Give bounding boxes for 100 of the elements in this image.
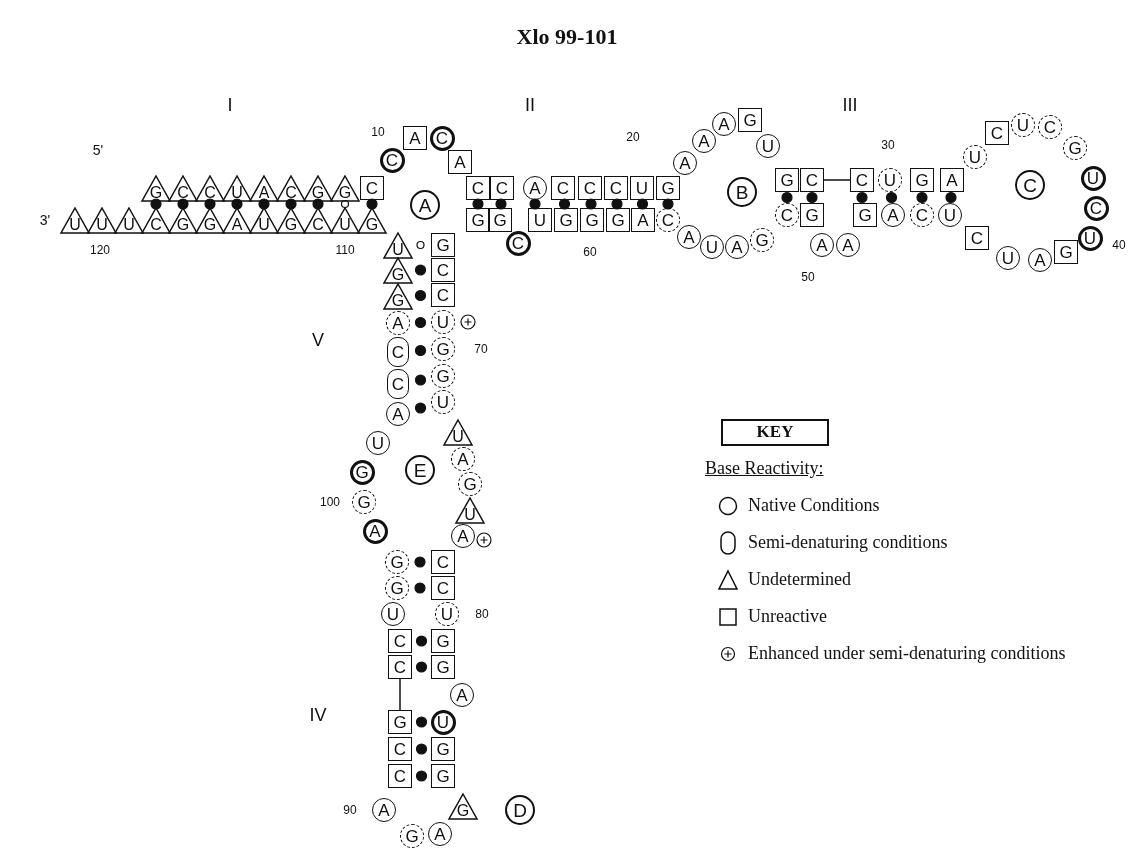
bold-circled-nucleotide: C bbox=[505, 230, 531, 256]
triangle-nucleotide: G bbox=[448, 792, 478, 820]
stem-number: IV bbox=[309, 704, 327, 726]
legend-text: Semi-denaturing conditions bbox=[748, 532, 948, 553]
legend-text: Native Conditions bbox=[748, 495, 880, 516]
backbone-line bbox=[823, 179, 851, 181]
triangle-nucleotide: G bbox=[276, 206, 306, 234]
boxed-nucleotide: G bbox=[388, 710, 412, 734]
position-number: 70 bbox=[474, 342, 488, 356]
boxed-nucleotide: C bbox=[800, 168, 824, 192]
key-heading: KEY bbox=[721, 418, 829, 446]
boxed-nucleotide: G bbox=[775, 168, 799, 192]
boxed-nucleotide: G bbox=[431, 629, 455, 653]
boxed-nucleotide: A bbox=[631, 208, 655, 232]
boxed-nucleotide: A bbox=[448, 150, 472, 174]
boxed-nucleotide: C bbox=[431, 576, 455, 600]
boxed-nucleotide: G bbox=[738, 108, 762, 132]
position-number: 30 bbox=[881, 138, 895, 152]
boxed-nucleotide: G bbox=[606, 208, 630, 232]
position-number: 120 bbox=[90, 243, 110, 257]
boxed-nucleotide: G bbox=[800, 203, 824, 227]
boxed-nucleotide: G bbox=[488, 208, 512, 232]
loop-label-circle: C bbox=[1015, 170, 1045, 200]
triangle-nucleotide: U bbox=[330, 206, 360, 234]
boxed-nucleotide: G bbox=[580, 208, 604, 232]
boxed-nucleotide: G bbox=[431, 764, 455, 788]
position-number: 50 bbox=[801, 270, 815, 284]
strand-end-label: 3' bbox=[39, 212, 51, 228]
legend-text: Enhanced under semi-denaturing conditions bbox=[748, 643, 1067, 664]
triangle-nucleotide: G bbox=[168, 206, 198, 234]
triangle-nucleotide: U bbox=[60, 206, 90, 234]
boxed-nucleotide: G bbox=[1054, 240, 1078, 264]
triangle-nucleotide: C bbox=[276, 174, 306, 202]
triangle-nucleotide: U bbox=[383, 231, 413, 259]
legend-heading: Base Reactivity: bbox=[705, 458, 824, 479]
triangle-nucleotide: U bbox=[443, 418, 473, 446]
position-number: 100 bbox=[320, 495, 340, 509]
triangle-nucleotide: C bbox=[195, 174, 225, 202]
bold-circled-nucleotide: U bbox=[1077, 225, 1103, 251]
boxed-nucleotide: G bbox=[431, 737, 455, 761]
triangle-nucleotide: G bbox=[357, 206, 387, 234]
bold-circled-nucleotide: G bbox=[349, 459, 375, 485]
bold-circled-nucleotide: C bbox=[379, 147, 405, 173]
triangle-nucleotide: A bbox=[249, 174, 279, 202]
bold-circled-nucleotide: U bbox=[1080, 165, 1106, 191]
boxed-nucleotide: U bbox=[630, 176, 654, 200]
title: Xlo 99-101 bbox=[515, 24, 619, 50]
boxed-nucleotide: G bbox=[431, 655, 455, 679]
strand-end-label: 5' bbox=[92, 142, 104, 158]
triangle-nucleotide: C bbox=[303, 206, 333, 234]
triangle-nucleotide: G bbox=[303, 174, 333, 202]
legend-text: Undetermined bbox=[748, 569, 851, 590]
triangle-nucleotide: C bbox=[168, 174, 198, 202]
position-number: 90 bbox=[343, 803, 357, 817]
boxed-nucleotide: C bbox=[388, 764, 412, 788]
triangle-nucleotide: G bbox=[195, 206, 225, 234]
position-number: 40 bbox=[1112, 238, 1126, 252]
loop-label-circle: E bbox=[405, 455, 435, 485]
boxed-nucleotide: C bbox=[360, 176, 384, 200]
triangle-nucleotide: U bbox=[87, 206, 117, 234]
bold-circled-nucleotide: U bbox=[430, 709, 456, 735]
boxed-nucleotide: C bbox=[431, 283, 455, 307]
oval-nucleotide: C bbox=[387, 369, 409, 399]
boxed-nucleotide: C bbox=[388, 629, 412, 653]
position-number: 110 bbox=[335, 243, 355, 257]
triangle-nucleotide: A bbox=[222, 206, 252, 234]
oval-nucleotide: C bbox=[387, 337, 409, 367]
boxed-nucleotide: C bbox=[850, 168, 874, 192]
triangle-nucleotide: G bbox=[383, 256, 413, 284]
boxed-nucleotide: C bbox=[985, 121, 1009, 145]
boxed-nucleotide: U bbox=[528, 208, 552, 232]
boxed-nucleotide: G bbox=[910, 168, 934, 192]
bold-circled-nucleotide: A bbox=[362, 518, 388, 544]
triangle-nucleotide: G bbox=[383, 282, 413, 310]
triangle-nucleotide: U bbox=[114, 206, 144, 234]
triangle-nucleotide: G bbox=[330, 174, 360, 202]
loop-label-circle: D bbox=[505, 795, 535, 825]
boxed-nucleotide: G bbox=[431, 233, 455, 257]
boxed-nucleotide: C bbox=[965, 226, 989, 250]
bold-circled-nucleotide: C bbox=[429, 125, 455, 151]
boxed-nucleotide: C bbox=[431, 258, 455, 282]
position-number: 20 bbox=[626, 130, 640, 144]
boxed-nucleotide: A bbox=[403, 126, 427, 150]
boxed-nucleotide: G bbox=[466, 208, 490, 232]
boxed-nucleotide: C bbox=[490, 176, 514, 200]
triangle-nucleotide: U bbox=[222, 174, 252, 202]
triangle-nucleotide: U bbox=[455, 496, 485, 524]
boxed-nucleotide: C bbox=[578, 176, 602, 200]
position-number: 60 bbox=[583, 245, 597, 259]
position-number: 80 bbox=[475, 607, 489, 621]
loop-label-circle: B bbox=[727, 177, 757, 207]
triangle-nucleotide: C bbox=[141, 206, 171, 234]
boxed-nucleotide: C bbox=[431, 550, 455, 574]
stem-number: I bbox=[227, 94, 233, 116]
legend-text: Unreactive bbox=[748, 606, 827, 627]
position-number: 10 bbox=[371, 125, 385, 139]
bold-circled-nucleotide: C bbox=[1083, 195, 1109, 221]
boxed-nucleotide: C bbox=[388, 737, 412, 761]
boxed-nucleotide: C bbox=[604, 176, 628, 200]
boxed-nucleotide: A bbox=[940, 168, 964, 192]
